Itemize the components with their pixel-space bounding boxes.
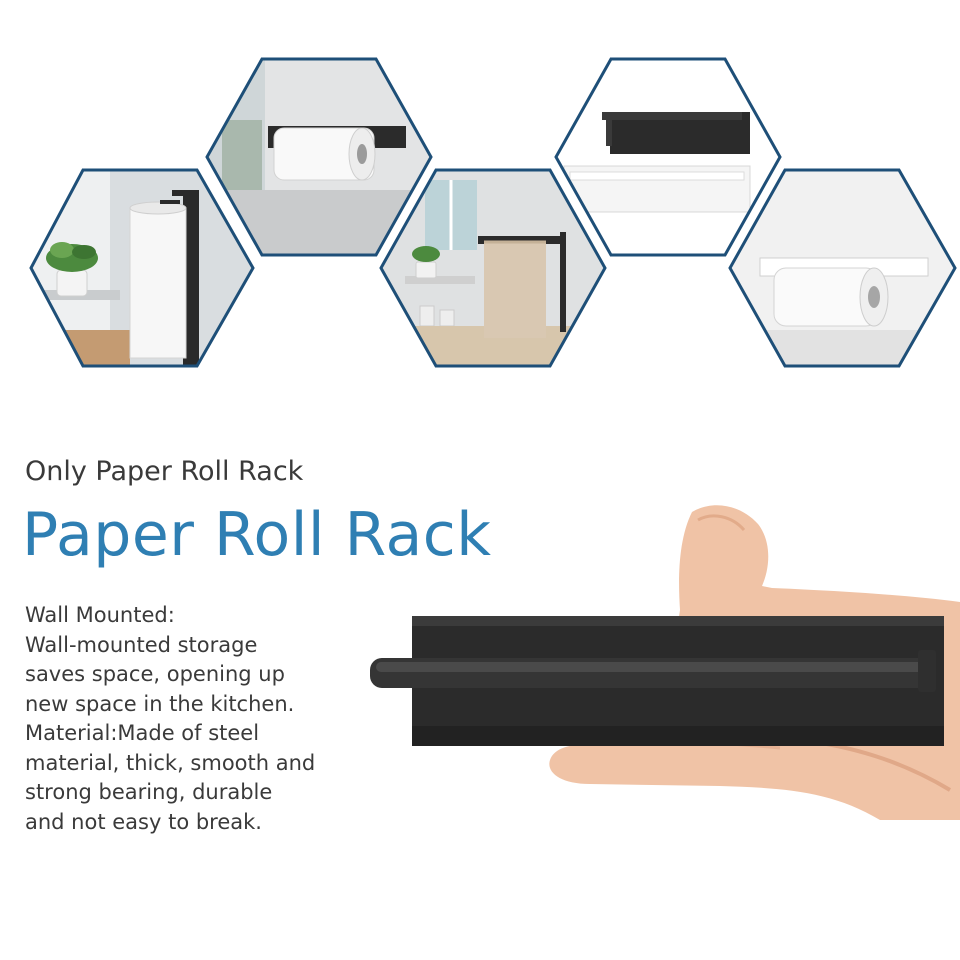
gallery-image-variants bbox=[554, 57, 782, 257]
gallery-image-white-holder bbox=[728, 168, 957, 368]
description-line: and not easy to break. bbox=[25, 809, 262, 834]
gallery-image-vertical-holder bbox=[29, 168, 255, 368]
description-line: material, thick, smooth and bbox=[25, 750, 316, 775]
paper-roll-rack-image bbox=[370, 616, 944, 746]
description-line: strong bearing, durable bbox=[25, 780, 273, 804]
product-photo bbox=[370, 505, 960, 820]
subtitle: Only Paper Roll Rack bbox=[25, 456, 304, 487]
gallery-image-horizontal-holder bbox=[205, 57, 433, 257]
description-line: Material:Made of steel bbox=[25, 721, 260, 745]
product-description: Wall Mounted: Wall-mounted storage saves… bbox=[25, 601, 365, 837]
product-gallery bbox=[29, 57, 957, 368]
gallery-image-towel-bar bbox=[379, 168, 607, 368]
description-line: saves space, opening up bbox=[25, 662, 285, 686]
page-title: Paper Roll Rack bbox=[22, 500, 492, 570]
description-line: Wall Mounted: bbox=[25, 603, 175, 627]
description-line: new space in the kitchen. bbox=[25, 691, 295, 716]
description-line: Wall-mounted storage bbox=[25, 632, 258, 657]
